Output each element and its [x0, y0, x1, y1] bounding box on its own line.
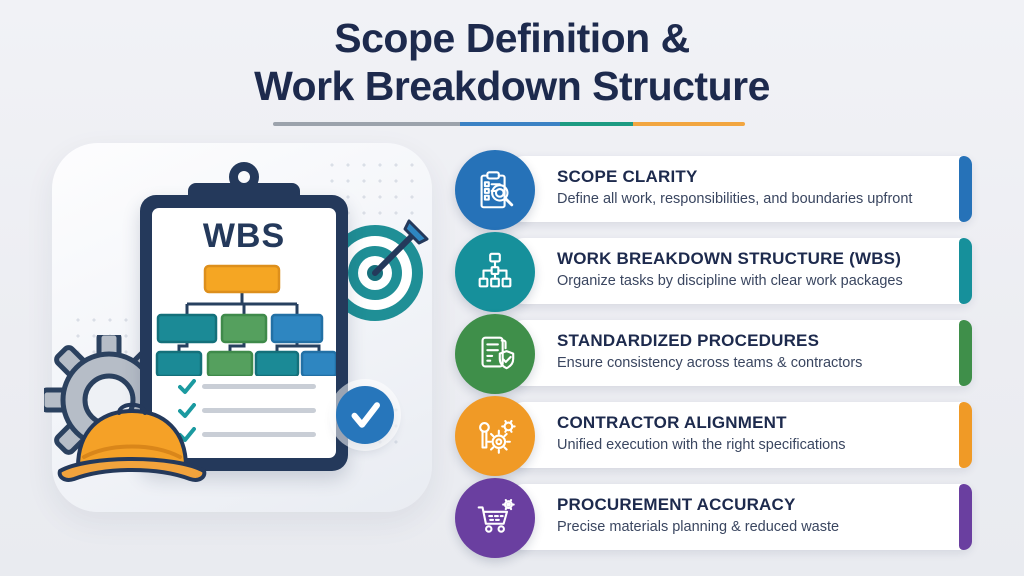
item-description: Define all work, responsibilities, and b…: [557, 191, 913, 207]
list-item: WORK BREAKDOWN STRUCTURE (WBS) Organize …: [455, 232, 972, 312]
hard-hat-icon: [56, 385, 208, 495]
checkmark-icon: [178, 403, 196, 418]
list-item: STANDARDIZED PROCEDURES Ensure consisten…: [455, 314, 972, 394]
clipboard-page: WBS: [152, 208, 336, 458]
accent-bar: [959, 320, 972, 386]
item-description: Unified execution with the right specifi…: [557, 437, 846, 453]
list-item-card: PROCUREMENT ACCURACY Precise materials p…: [513, 484, 972, 550]
item-description: Precise materials planning & reduced was…: [557, 519, 840, 535]
divider-segment-blue: [460, 122, 560, 126]
item-title: SCOPE CLARITY: [557, 167, 698, 186]
check-circle-icon: [336, 386, 394, 444]
clipboard-search-icon: [480, 171, 514, 209]
gears-wrench-icon: [479, 419, 516, 454]
list-item: PROCUREMENT ACCURACY Precise materials p…: [455, 478, 972, 558]
procedures-circle: [455, 314, 535, 394]
list-item-card: WORK BREAKDOWN STRUCTURE (WBS) Organize …: [513, 238, 972, 304]
page-title: Scope Definition & Work Breakdown Struct…: [0, 14, 1024, 110]
feature-list: SCOPE CLARITY Define all work, responsib…: [455, 150, 972, 560]
item-title: STANDARDIZED PROCEDURES: [557, 331, 820, 350]
wbs-label: WBS: [202, 217, 286, 255]
org-chart: [155, 264, 336, 376]
wbs-circle: [455, 232, 535, 312]
list-line: [202, 384, 316, 389]
target-icon: [315, 209, 439, 333]
checkmark-icon: [178, 379, 196, 394]
list-item: CONTRACTOR ALIGNMENT Unified execution w…: [455, 396, 972, 476]
item-title: CONTRACTOR ALIGNMENT: [557, 413, 787, 432]
list-item-card: STANDARDIZED PROCEDURES Ensure consisten…: [513, 320, 972, 386]
list-item: SCOPE CLARITY Define all work, responsib…: [455, 150, 972, 230]
title-line-2: Work Breakdown Structure: [254, 63, 770, 109]
list-item-card: CONTRACTOR ALIGNMENT Unified execution w…: [513, 402, 972, 468]
accent-bar: [959, 238, 972, 304]
divider-segment-orange: [633, 122, 745, 126]
illustration-panel: WBS: [44, 143, 432, 512]
procurement-circle: [455, 478, 535, 558]
hierarchy-icon: [478, 252, 512, 288]
checklist: [152, 376, 336, 448]
document-shield-icon: [481, 336, 515, 370]
alignment-circle: [455, 396, 535, 476]
divider-segment-teal: [560, 122, 633, 126]
item-title: PROCUREMENT ACCURACY: [557, 495, 796, 514]
item-description: Organize tasks by discipline with clear …: [557, 273, 903, 289]
divider-segment-gray: [273, 122, 460, 126]
accent-bar: [959, 156, 972, 222]
list-line: [202, 408, 316, 413]
list-item-card: SCOPE CLARITY Define all work, responsib…: [513, 156, 972, 222]
accent-bar: [959, 402, 972, 468]
checkmark-icon: [178, 427, 196, 442]
title-divider: [273, 122, 745, 126]
scope-clarity-circle: [455, 150, 535, 230]
item-title: WORK BREAKDOWN STRUCTURE (WBS): [557, 249, 902, 268]
title-line-1: Scope Definition &: [334, 15, 690, 61]
list-line: [202, 432, 316, 437]
accent-bar: [959, 484, 972, 550]
clipboard-illustration: WBS: [140, 162, 348, 471]
cart-gear-icon: [477, 499, 515, 533]
item-description: Ensure consistency across teams & contra…: [557, 355, 863, 371]
